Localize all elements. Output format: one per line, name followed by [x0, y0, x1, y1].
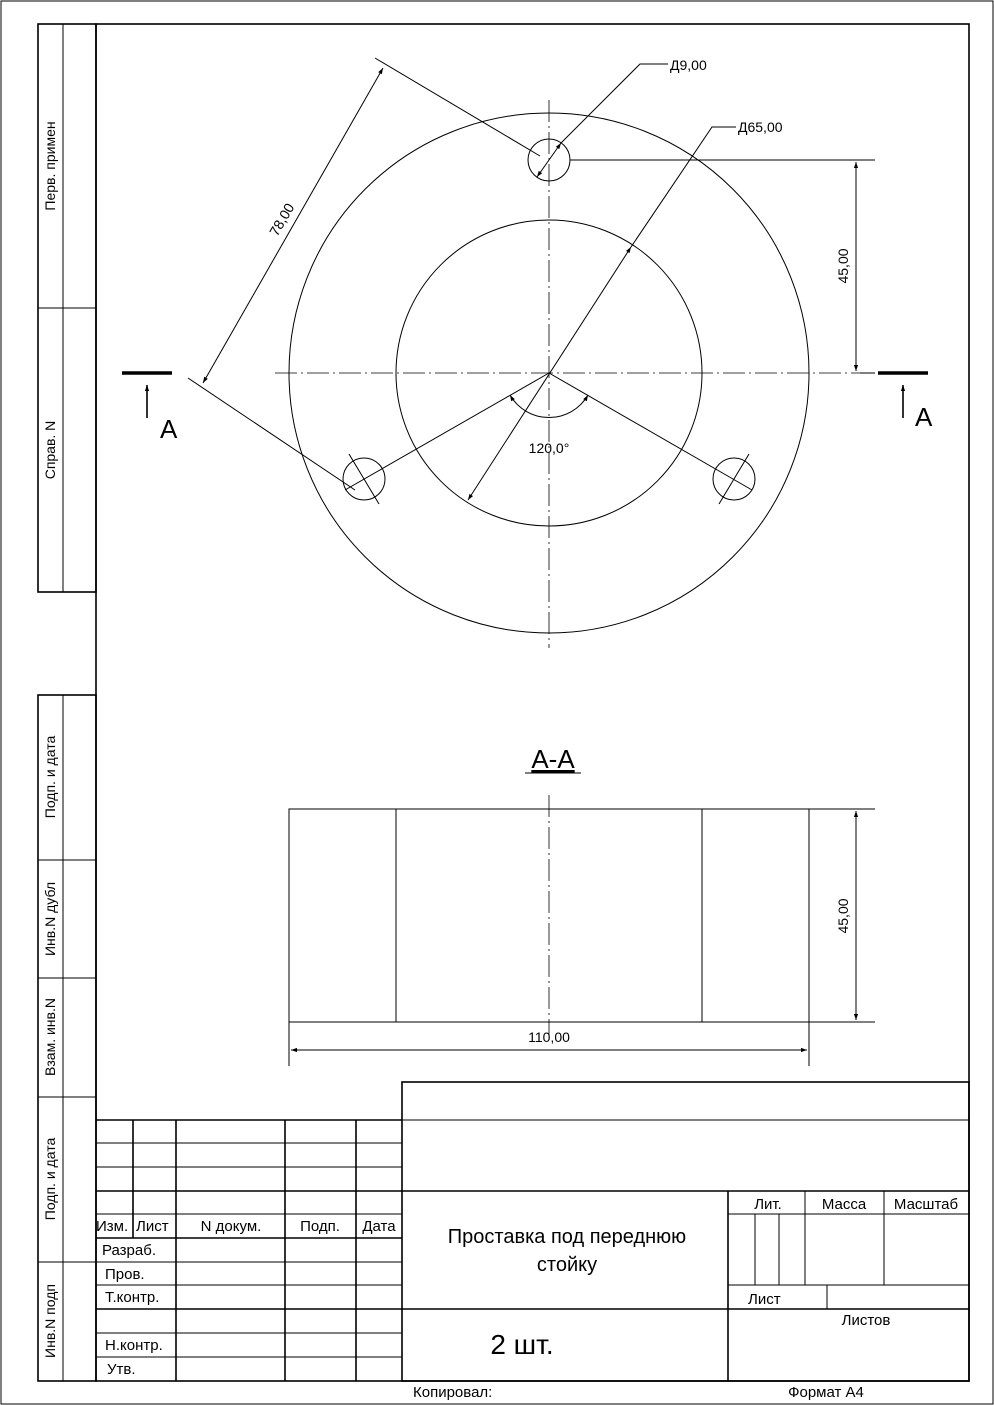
hole-bottom-right — [712, 457, 756, 501]
dim-offset-text: 45,00 — [835, 248, 851, 283]
quantity: 2 шт. — [490, 1329, 553, 1360]
title-block: Изм. Лист N докум. Подп. Дата Разраб. Пр… — [96, 1081, 970, 1401]
section-mark-right: А — [915, 402, 933, 432]
kopiroval-label: Копировал: — [413, 1384, 492, 1401]
hatch-right — [701, 808, 810, 1023]
dim-hole-text: Д9,00 — [670, 57, 707, 73]
dim-inner-text: Д65,00 — [738, 119, 783, 135]
nkontr-label: Н.контр. — [105, 1337, 163, 1354]
col-data: Дата — [362, 1218, 396, 1235]
dim-height-text: 45,00 — [835, 898, 851, 933]
lit-label: Лит. — [754, 1196, 782, 1213]
utv-label: Утв. — [107, 1361, 136, 1378]
section-mark-left: А — [160, 414, 178, 444]
dim-angle-text: 120,0° — [529, 440, 570, 456]
inv-podp-label: Инв.N подп — [42, 1284, 58, 1358]
dim-line-pcd — [202, 67, 384, 384]
section-view: А-А 45,00 110,00 — [288, 744, 875, 1066]
drawing-frame — [95, 23, 970, 1382]
tkontr-label: Т.контр. — [105, 1289, 159, 1306]
podp-data-label-1: Подп. и дата — [42, 736, 58, 819]
format-label: Формат А4 — [788, 1384, 864, 1401]
part-name-line1: Проставка под переднюю — [448, 1226, 686, 1248]
top-view: 78,00 Д9,00 Д65,00 45,00 120,0° А А — [122, 57, 933, 648]
part-name-line2: стойку — [537, 1254, 597, 1276]
dim-pcd-text: 78,00 — [266, 200, 297, 239]
vzam-inv-label: Взам. инв.N — [42, 998, 58, 1076]
razrab-label: Разраб. — [102, 1242, 156, 1259]
masshtab-label: Масштаб — [894, 1196, 958, 1213]
col-ndokum: N докум. — [201, 1218, 262, 1235]
hatch-left — [288, 808, 397, 1023]
hole-bottom-left — [342, 457, 386, 501]
podp-data-label-2: Подп. и дата — [42, 1138, 58, 1221]
list-label: Лист — [748, 1291, 781, 1308]
listov-label: Листов — [842, 1312, 891, 1329]
massa-label: Масса — [822, 1196, 867, 1213]
col-list: Лист — [136, 1218, 169, 1235]
dim-width-text: 110,00 — [528, 1029, 570, 1045]
perv-primen-label: Перв. примен — [42, 121, 58, 210]
col-podp: Подп. — [300, 1218, 340, 1235]
col-izm: Изм. — [96, 1218, 128, 1235]
sprav-n-label: Справ. N — [42, 421, 58, 480]
prov-label: Пров. — [105, 1266, 145, 1283]
section-title: А-А — [531, 744, 575, 774]
side-strip: Перв. примен Справ. N Подп. и дата Инв.N… — [37, 23, 97, 1382]
inv-dubl-label: Инв.N дубл — [42, 882, 58, 956]
